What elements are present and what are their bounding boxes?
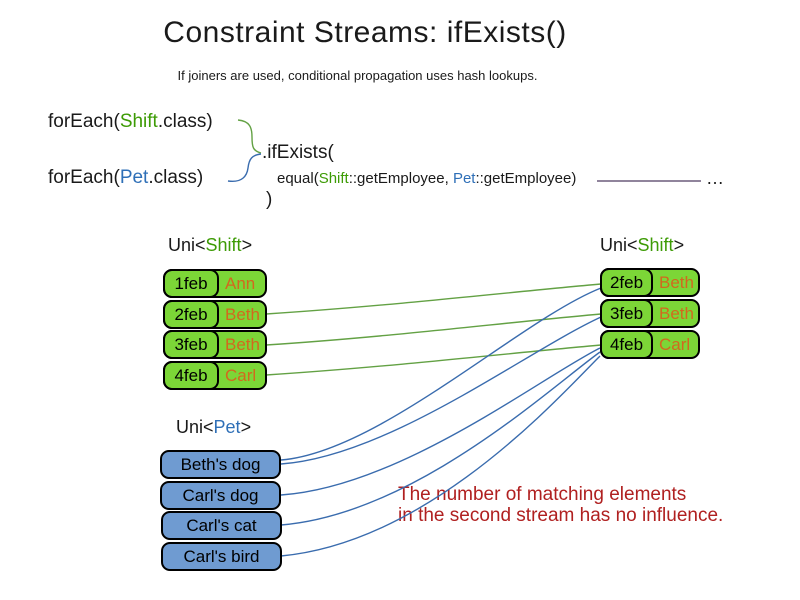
pet-row-beths-dog: Beth's dog [160,450,281,479]
date-cell: 2feb [163,300,219,329]
code-text: forEach( [48,111,120,132]
green-match-line-3feb [265,313,602,346]
employee-cell: Beth [225,334,260,354]
shift-row-3feb-beth: 3feb Beth [163,330,267,359]
blue-match-line-bethsdog-3feb [280,316,602,465]
pet-class-token: Pet [119,167,149,188]
shift-class-token: Shift [119,111,158,132]
pet-row-carls-cat: Carl's cat [161,511,282,540]
code-text: .class) [157,111,213,132]
code-text: .class) [148,167,204,188]
header-type-token: Shift [637,235,674,255]
blue-match-line-bethsdog-2feb [280,287,602,461]
employee-cell: Ann [225,273,256,293]
code-foreach-pet: forEach(Pet.class) [48,167,203,189]
date-cell: 3feb [163,330,219,359]
date-cell: 3feb [600,299,653,328]
code-text: ::getEmployee) [475,170,577,187]
code-equal-joiner: equal(Shift::getEmployee, Pet::getEmploy… [277,170,576,187]
left-shift-stream-header: Uni<Shift> [168,235,252,256]
note-text: The number of matching elements in the s… [398,484,723,526]
shift-row-4feb-carl: 4feb Carl [163,361,267,390]
code-text: forEach( [48,167,120,188]
pet-row-carls-bird: Carl's bird [161,542,282,571]
header-text: Uni< [176,417,214,437]
header-text: Uni< [600,235,638,255]
shift-row-2feb-beth: 2feb Beth [163,300,267,329]
date-cell: 4feb [163,361,219,390]
code-text: equal( [277,170,319,187]
date-cell: 1feb [163,269,219,298]
employee-cell: Beth [225,304,260,324]
employee-cell: Beth [659,303,694,323]
pet-stream-header: Uni<Pet> [176,417,251,438]
employee-cell: Carl [659,334,691,354]
green-match-line-2feb [265,283,602,315]
header-text: > [241,235,253,255]
shift-row-1feb-ann: 1feb Ann [163,269,267,298]
note-line-2: in the second stream has no influence. [398,505,724,526]
header-type-token: Shift [205,235,242,255]
header-type-token: Pet [213,417,241,437]
employee-cell: Beth [659,272,694,292]
code-close-paren: ) [266,189,273,210]
shift-row-4feb-carl-result: 4feb Carl [600,330,700,359]
code-text: ::getEmployee, [348,170,453,187]
green-match-line-4feb [265,344,602,376]
blue-match-line-carlscat-4feb [280,351,601,526]
page-title: Constraint Streams: ifExists() [163,16,567,49]
brace-bottom-curve [227,153,262,183]
date-cell: 4feb [600,330,653,359]
shift-row-2feb-beth-result: 2feb Beth [600,268,700,297]
date-cell: 2feb [600,268,653,297]
header-text: Uni< [168,235,206,255]
code-foreach-shift: forEach(Shift.class) [48,111,213,133]
pet-row-carls-dog: Carl's dog [160,481,281,510]
header-text: > [673,235,685,255]
brace-top-curve [237,119,262,154]
blue-match-line-carlsdog-4feb [280,347,601,496]
shift-row-3feb-beth-result: 3feb Beth [600,299,700,328]
pet-class-token: Pet [452,170,476,187]
header-text: > [240,417,252,437]
shift-class-token: Shift [318,170,349,187]
employee-cell: Carl [225,365,257,385]
ellipsis-text: … [706,168,724,188]
page-subtitle: If joiners are used, conditional propaga… [177,68,538,83]
code-ifexists: .ifExists( [262,142,334,163]
blue-match-line-carlsbird-4feb [280,355,601,557]
right-shift-stream-header: Uni<Shift> [600,235,684,256]
note-line-1: The number of matching elements [398,484,687,505]
